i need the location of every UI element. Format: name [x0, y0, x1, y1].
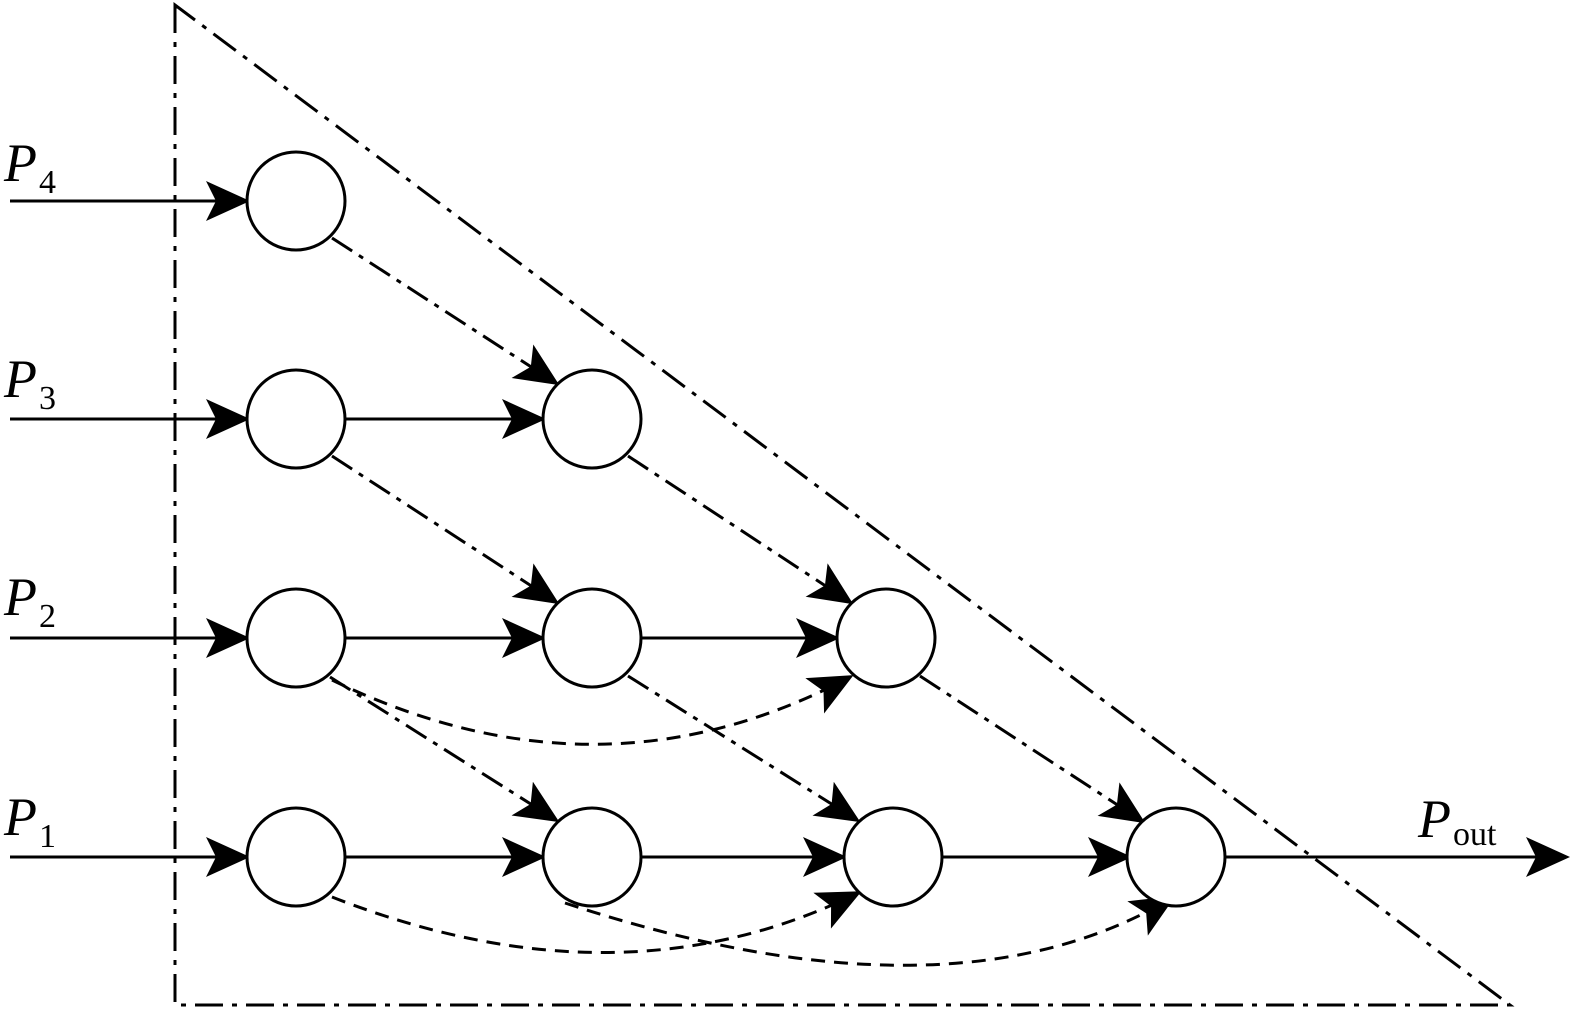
node-p1-stage3	[842, 806, 944, 908]
node-p2-stage2	[541, 587, 643, 689]
boundary-triangle	[173, 2, 1515, 1007]
node-p2	[245, 587, 347, 689]
edge-skip-dashed	[331, 675, 854, 746]
label-p2: P2	[3, 567, 56, 635]
edge-dashdot	[627, 674, 861, 823]
label-pout: Pout	[1417, 789, 1497, 853]
node-p2-stage3	[835, 587, 937, 689]
edge-dashdot	[919, 674, 1146, 824]
label-p3: P3	[3, 349, 56, 417]
edge-dashdot	[331, 236, 560, 386]
edge-dashdot	[329, 675, 560, 823]
node-p4	[245, 150, 347, 252]
node-p1	[245, 806, 347, 908]
label-p4: P4	[3, 133, 56, 201]
node-output	[1125, 806, 1227, 908]
edge-skip-dashed	[564, 895, 1176, 967]
edge-dashdot	[627, 454, 854, 605]
edge-skip-dashed	[331, 891, 862, 954]
node-p1-stage2	[541, 806, 643, 908]
label-p1: P1	[3, 787, 56, 855]
node-p3-stage2	[541, 368, 643, 470]
edge-dashdot	[331, 454, 560, 605]
node-p3	[245, 368, 347, 470]
